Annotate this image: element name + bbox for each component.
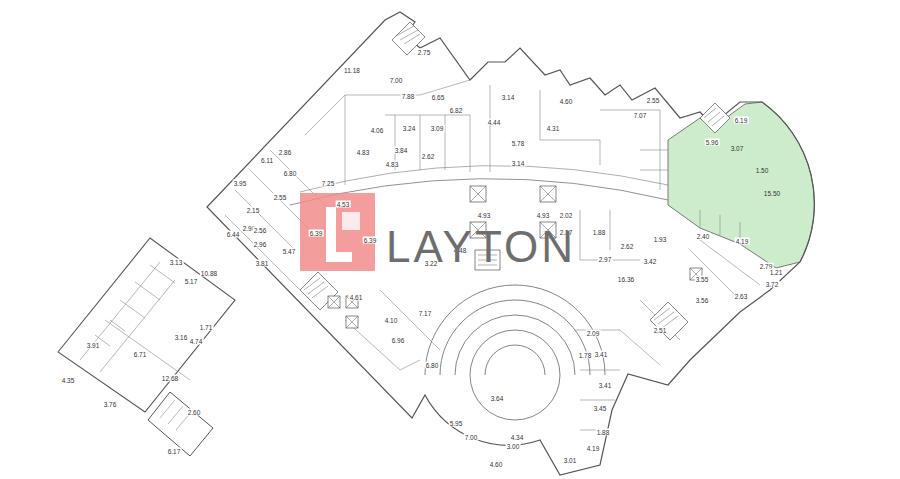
dimension-label: 5.96	[705, 139, 720, 146]
dimension-label: 6.39	[363, 237, 378, 244]
dimension-label: 6.80	[425, 362, 440, 369]
dimension-label: 3.24	[402, 125, 417, 132]
dimension-label: 4.31	[546, 125, 561, 132]
dimension-label: 3.45	[593, 405, 608, 412]
dimension-label: 3.84	[394, 147, 409, 154]
dimension-label: 3.42	[643, 258, 658, 265]
dimension-label: 6.44	[226, 231, 241, 238]
dimension-label: 3.16	[174, 334, 189, 341]
dimension-label: 4.93	[536, 212, 551, 219]
dimension-label: 3.41	[598, 382, 613, 389]
dimension-label: 4.35	[61, 377, 76, 384]
dimension-label: 7.00	[389, 77, 404, 84]
dimension-label: 3.13	[169, 259, 184, 266]
dimension-label: 5.17	[184, 278, 199, 285]
dimension-label: 2.62	[620, 243, 635, 250]
dimension-label: 3.72	[765, 281, 780, 288]
dimension-label: 15.50	[763, 190, 781, 197]
dimension-label: 2.40	[696, 233, 711, 240]
dimension-label: 6.82	[449, 107, 464, 114]
dimension-label: 3.76	[103, 401, 118, 408]
dimension-label: 4.10	[384, 317, 399, 324]
dimension-label: 2.75	[417, 49, 432, 56]
dimension-label: 3.14	[511, 160, 526, 167]
dimension-label: 1.71	[199, 324, 214, 331]
dimension-label: 3.00	[506, 443, 521, 450]
dimension-label: 4.74	[189, 338, 204, 345]
dimension-label: 1.21	[769, 269, 784, 276]
dimension-label: 3.64	[490, 395, 505, 402]
dimension-label: 4.93	[477, 212, 492, 219]
dimension-label: 6.65	[431, 94, 446, 101]
dimension-label: 5.95	[449, 420, 464, 427]
dimension-label: 1.88	[596, 429, 611, 436]
dimension-label: 6.80	[283, 170, 298, 177]
dimension-label: 2.62	[421, 153, 436, 160]
dimension-label: 6.39	[309, 230, 324, 237]
dimension-label: 6.71	[133, 351, 148, 358]
dimension-label: 3.07	[730, 145, 745, 152]
dimension-label: 7.07	[633, 112, 648, 119]
dimension-label: 4.53	[336, 201, 351, 208]
dimension-label: 7.88	[401, 93, 416, 100]
dimension-label: 10.88	[200, 270, 218, 277]
dimension-label: 11.18	[343, 67, 361, 74]
dimension-label: 1.93	[653, 236, 668, 243]
dimension-label: 4.83	[385, 161, 400, 168]
dimension-label: 3.91	[86, 342, 101, 349]
dimension-label: 3.81	[255, 260, 270, 267]
dimension-label: 4.34	[510, 434, 525, 441]
dimension-label: 6.17	[167, 448, 182, 455]
dimension-label: 2.51	[653, 327, 668, 334]
dimension-label: 6.11	[260, 157, 274, 164]
dimension-label: 2.15	[246, 207, 261, 214]
dimension-label: 3.55	[695, 276, 710, 283]
dimension-label: 3.14	[501, 94, 516, 101]
dimension-label: 3.41	[594, 351, 609, 358]
dimension-label: 7.17	[418, 310, 433, 317]
dimension-label: 5.78	[511, 140, 526, 147]
dimension-label: 4.60	[489, 461, 504, 468]
dimension-label: 4.60	[559, 98, 574, 105]
watermark: LAYTON	[386, 224, 576, 270]
dimension-label: 2.02	[559, 212, 574, 219]
dimension-label: 2.86	[278, 149, 293, 156]
dimension-label: 16.36	[617, 276, 635, 283]
dimension-label: 4.61	[349, 294, 364, 301]
dimension-label: 4.19	[586, 445, 601, 452]
dimension-label: 4.83	[356, 149, 371, 156]
dimension-label: 12.68	[161, 375, 179, 382]
dimension-label: 2.60	[187, 409, 202, 416]
dimension-label: 3.01	[563, 457, 578, 464]
dimension-label: 2.96	[253, 241, 268, 248]
dimension-label: 6.96	[391, 337, 406, 344]
dimension-label: 3.09	[430, 125, 445, 132]
dimension-label: 4.44	[487, 119, 502, 126]
dimension-label: 5.47	[282, 248, 297, 255]
dimension-label: 1.78	[578, 352, 593, 359]
dimension-label: 2.63	[734, 293, 749, 300]
dimension-label: 3.95	[233, 180, 248, 187]
dimension-label: 3.56	[695, 297, 710, 304]
dimension-label: 2.56	[253, 227, 268, 234]
dimension-label: 1.88	[592, 229, 607, 236]
dimension-label: 6.19	[734, 117, 749, 124]
dimension-label: 7.25	[321, 180, 336, 187]
dimension-label: 2.09	[586, 330, 601, 337]
dimension-label: 4.06	[370, 127, 385, 134]
dimension-label: 2.97	[598, 256, 613, 263]
dimension-label: 7.00	[464, 434, 479, 441]
dimension-label: 4.19	[735, 238, 750, 245]
dimension-label: 2.55	[273, 194, 288, 201]
dimension-label: 2.55	[646, 97, 661, 104]
dimension-label: 1.50	[755, 167, 770, 174]
